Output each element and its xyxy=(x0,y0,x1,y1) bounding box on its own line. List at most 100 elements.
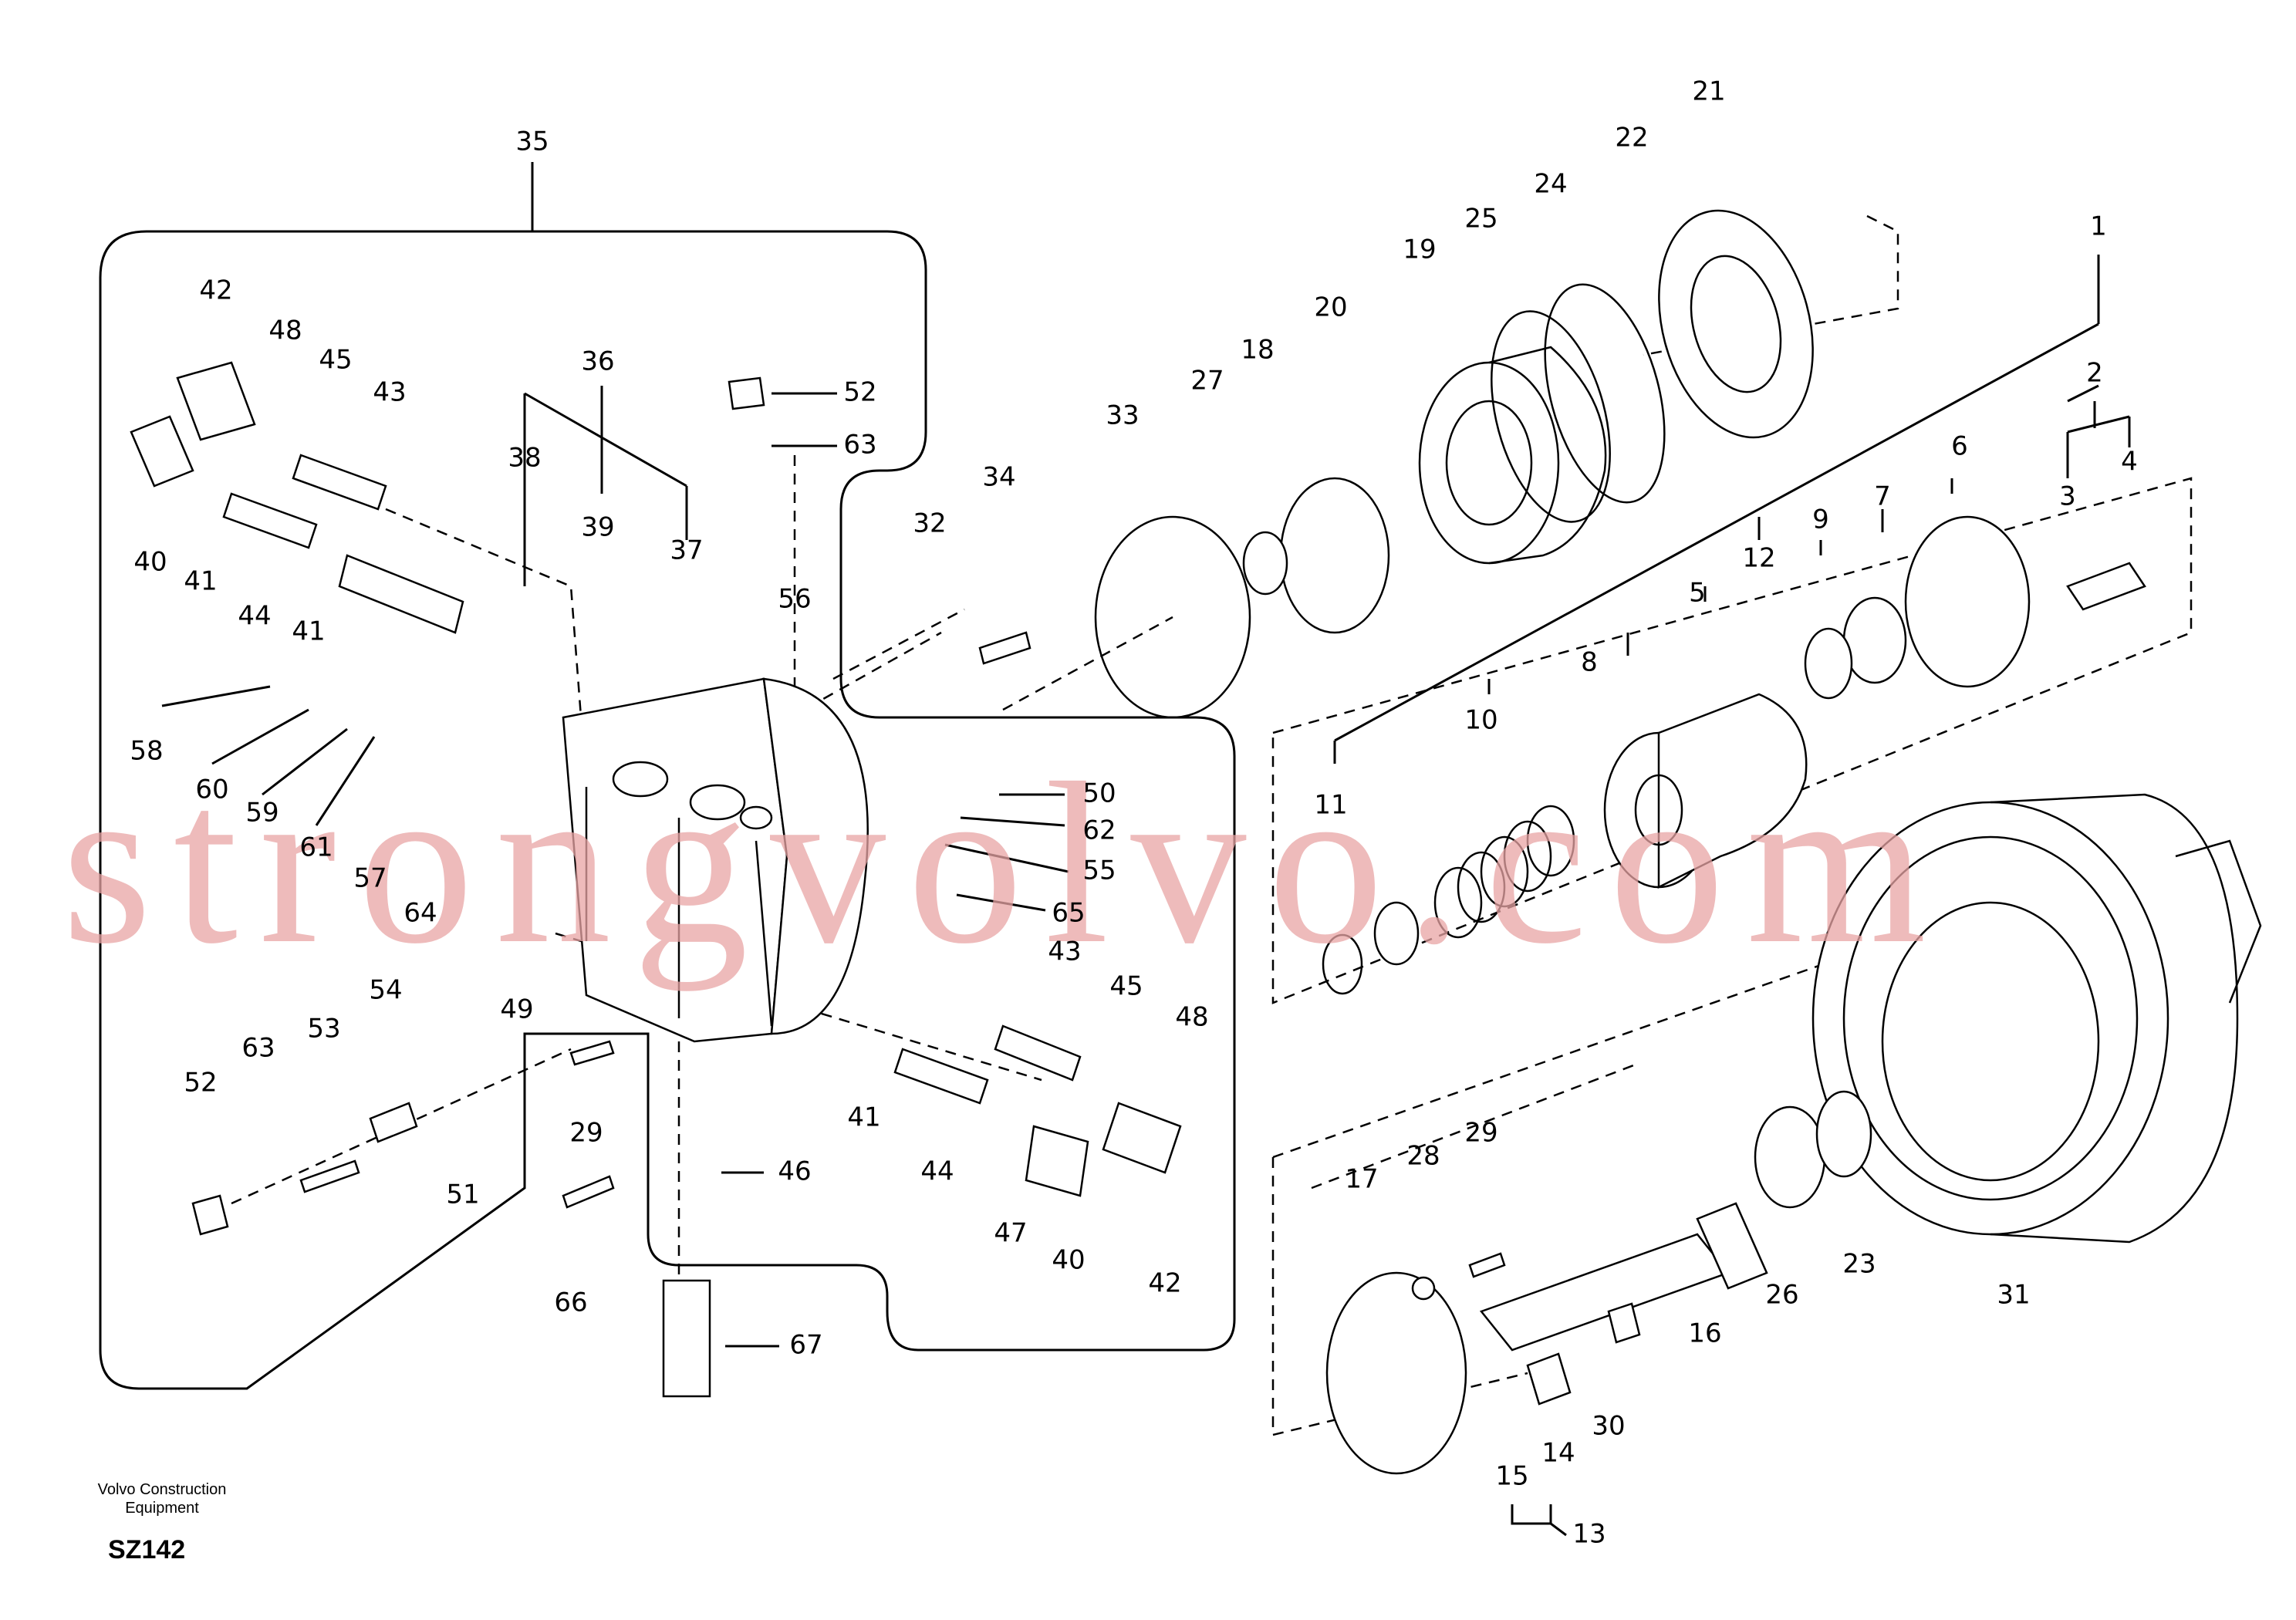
plug-30 xyxy=(1607,1302,1641,1344)
callout-16: 16 xyxy=(1688,1318,1721,1349)
pin-29-right xyxy=(1468,1252,1506,1278)
bearing-27 xyxy=(1242,531,1288,596)
callout-65: 65 xyxy=(1052,898,1085,929)
leader-65 xyxy=(956,893,1046,912)
plug-40-bottom xyxy=(1025,1125,1089,1197)
callout-49: 49 xyxy=(500,994,533,1025)
callout-43-bottom: 43 xyxy=(1048,937,1081,967)
plug-40-top xyxy=(130,415,194,488)
callout-26: 26 xyxy=(1765,1280,1798,1311)
callout-42-top: 42 xyxy=(199,275,232,306)
callout-11: 11 xyxy=(1314,790,1347,821)
callout-41-top-a: 41 xyxy=(184,566,217,597)
ring-9 xyxy=(1804,627,1853,700)
callout-34: 34 xyxy=(982,462,1015,493)
leader-tree-1 xyxy=(1333,255,2100,764)
shaft-16 xyxy=(1479,1202,1768,1352)
callout-63-bottom: 63 xyxy=(241,1033,275,1064)
pin-34 xyxy=(978,631,1032,665)
callout-61: 61 xyxy=(299,832,333,863)
cover-17 xyxy=(1325,1271,1467,1475)
callout-53: 53 xyxy=(307,1014,340,1045)
callout-48-bottom: 48 xyxy=(1175,1002,1208,1033)
bearing-23 xyxy=(1815,1090,1872,1178)
callout-42-bottom: 42 xyxy=(1148,1268,1181,1299)
callout-44-top: 44 xyxy=(238,601,271,632)
callout-1: 1 xyxy=(2090,211,2107,242)
leader-62 xyxy=(960,816,1065,827)
callout-14: 14 xyxy=(1541,1438,1575,1469)
spool-45-bottom xyxy=(994,1024,1082,1082)
plug-52-bottom xyxy=(191,1194,229,1236)
bolt-53 xyxy=(299,1159,360,1193)
assembly-35-outline xyxy=(99,230,1236,1390)
watermark: strongvolvo.com xyxy=(62,735,1948,992)
callout-56: 56 xyxy=(778,584,811,615)
callout-32: 32 xyxy=(913,508,946,539)
gear-disc-21-22 xyxy=(1658,209,1814,439)
motor-housing-31 xyxy=(1811,793,2262,1244)
callout-54: 54 xyxy=(369,975,402,1006)
callout-63-top: 63 xyxy=(843,430,876,461)
callout-3: 3 xyxy=(2059,481,2076,512)
plug-42-top xyxy=(176,361,256,441)
callout-37: 37 xyxy=(670,535,703,566)
callout-40-top: 40 xyxy=(133,547,167,578)
callout-17: 17 xyxy=(1345,1164,1378,1195)
callout-2: 2 xyxy=(2086,358,2103,389)
leader-59 xyxy=(262,727,348,796)
callout-21: 21 xyxy=(1692,76,1725,107)
valve-block-37 xyxy=(562,677,869,1043)
callout-23: 23 xyxy=(1842,1249,1876,1280)
callout-45-top: 45 xyxy=(319,345,352,376)
callout-20: 20 xyxy=(1314,292,1347,323)
callout-58: 58 xyxy=(130,736,163,767)
callout-66: 66 xyxy=(554,1288,587,1318)
callout-60: 60 xyxy=(195,775,228,805)
piston-housing-19 xyxy=(1418,346,1607,565)
plug-42-bottom xyxy=(1102,1102,1182,1174)
leader-2 xyxy=(2066,401,2131,478)
callout-46: 46 xyxy=(778,1156,811,1187)
callout-27: 27 xyxy=(1190,366,1224,397)
callout-62: 62 xyxy=(1082,815,1116,846)
callout-4: 4 xyxy=(2121,447,2138,478)
callout-31: 31 xyxy=(1997,1280,2030,1311)
assembly-1-dashed-frame xyxy=(1271,477,2193,1004)
cylinder-block-5 xyxy=(1603,693,1808,889)
callout-28: 28 xyxy=(1406,1141,1440,1172)
sleeve-14 xyxy=(1526,1352,1572,1406)
callout-50: 50 xyxy=(1082,778,1116,809)
spring-54 xyxy=(369,1102,418,1143)
callout-41-top-b: 41 xyxy=(292,616,325,647)
bolt-66 xyxy=(562,1175,615,1209)
bearing-26 xyxy=(1754,1105,1826,1209)
callout-52-top: 52 xyxy=(843,377,876,408)
callout-29-right: 29 xyxy=(1464,1118,1497,1149)
callout-59: 59 xyxy=(245,798,279,829)
callout-labels: 1 2 3 4 5 6 7 8 9 10 11 12 13 14 15 16 1… xyxy=(130,76,2137,1550)
callout-48-top: 48 xyxy=(268,316,302,346)
callout-38: 38 xyxy=(508,443,541,474)
callout-6: 6 xyxy=(1951,431,1968,462)
callout-8: 8 xyxy=(1581,647,1598,678)
spool-44-top xyxy=(222,492,318,549)
callout-33: 33 xyxy=(1106,400,1139,431)
leader-55 xyxy=(944,843,1069,873)
callout-24: 24 xyxy=(1534,169,1567,200)
ball-28 xyxy=(1411,1276,1436,1301)
callout-57: 57 xyxy=(353,863,387,894)
callout-7: 7 xyxy=(1874,481,1891,512)
sheet-code: SZ142 xyxy=(108,1535,186,1564)
callout-39: 39 xyxy=(581,512,614,543)
spool-44-bottom xyxy=(893,1048,989,1105)
piston-3 xyxy=(2066,562,2146,611)
sensor-67 xyxy=(662,1279,711,1398)
leader-13 xyxy=(1511,1504,1567,1537)
callout-9: 9 xyxy=(1812,505,1829,535)
callout-55: 55 xyxy=(1082,856,1116,886)
callout-45-bottom: 45 xyxy=(1109,971,1143,1002)
ring-7 xyxy=(1842,596,1907,684)
plate-18 xyxy=(1279,477,1390,634)
spool-45-top xyxy=(292,454,387,511)
